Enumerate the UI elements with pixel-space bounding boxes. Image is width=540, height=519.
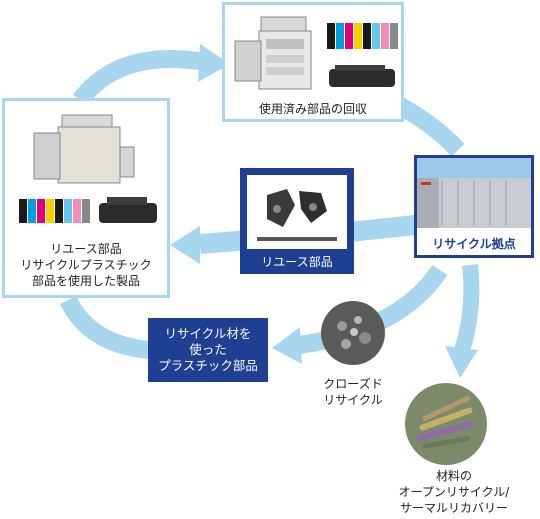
products-label: リユース部品 リサイクルプラスチック 部品を使用した製品: [20, 242, 152, 288]
copier-icon: [33, 114, 135, 184]
ink-cartridges-icon: [327, 23, 398, 49]
collection-panel: 使用済み部品の回収: [222, 2, 404, 122]
toner-cartridge-icon: [99, 197, 157, 223]
open-recycle-label: 材料の オープンリサイクル/ サーマルリカバリー: [398, 469, 510, 515]
arrowhead-material: [272, 327, 302, 364]
ink-cartridges-icon: [19, 199, 90, 223]
recycle-site-panel: リサイクル拠点: [414, 155, 534, 258]
toner-cartridge-icon: [329, 65, 395, 87]
arrowhead-products: [170, 226, 200, 264]
arrowhead-open: [445, 346, 478, 378]
recycle-site-label: リサイクル拠点: [432, 237, 516, 251]
recycled-material-box: リサイクル材を 使った プラスチック部品: [148, 318, 268, 382]
collection-label: 使用済み部品の回収: [258, 102, 367, 116]
products-panel: リユース部品 リサイクルプラスチック 部品を使用した製品: [2, 98, 170, 298]
recycled-material-photo: [405, 383, 487, 465]
reuse-parts-panel: リユース部品: [240, 168, 354, 274]
arrow-recycle-to-open: [454, 264, 480, 353]
arc-products-to-collection: [72, 50, 207, 106]
copier-icon: [234, 16, 312, 90]
closed-recycle-label: クローズド リサイクル: [323, 377, 383, 407]
arc-material-to-products: [59, 295, 151, 359]
reuse-parts-label: リユース部品: [261, 255, 333, 269]
crushed-plastic-photo: [321, 301, 385, 365]
arrowhead-collection: [198, 44, 230, 82]
factory-building-icon: [417, 158, 531, 228]
reuse-parts-photo: [247, 175, 347, 249]
